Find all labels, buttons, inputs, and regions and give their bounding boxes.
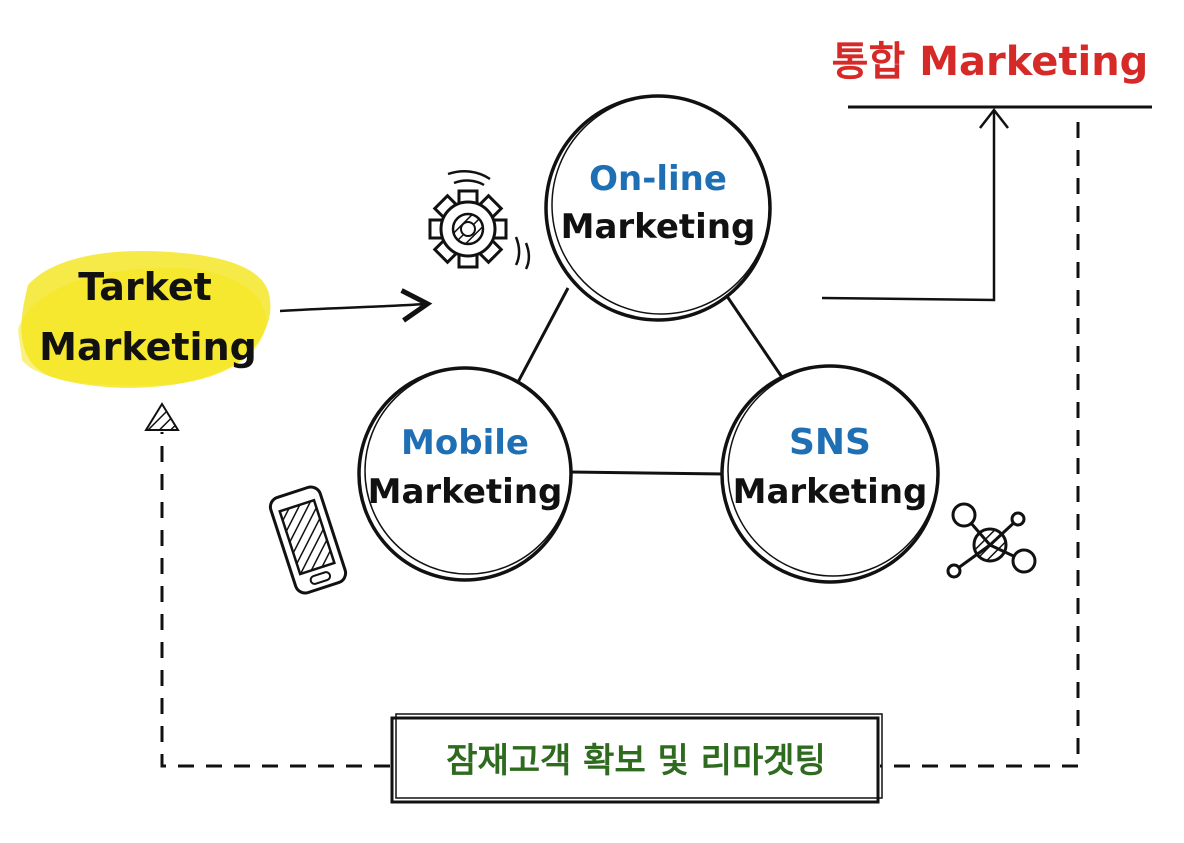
node-sns-subtitle: Marketing (733, 472, 928, 512)
arrow-to-center (279, 288, 433, 323)
bottom-box-text: 잠재고객 확보 및 리마겟팅 (446, 741, 826, 781)
node-sns: SNS Marketing (720, 364, 940, 584)
node-online: On-line Marketing (544, 94, 772, 322)
feedback-loop (160, 122, 1080, 768)
top-right-label: 통합 Marketing (832, 39, 1152, 109)
highlight-blob (18, 250, 271, 388)
left-label-line1: Tarket (78, 265, 212, 309)
feedback-arrow-head (144, 402, 180, 431)
top-right-label-text: 통합 Marketing (832, 39, 1149, 85)
left-label: Tarket Marketing (39, 265, 257, 369)
node-online-title: On-line (589, 159, 727, 199)
node-online-subtitle: Marketing (561, 207, 756, 247)
smartphone-icon (268, 485, 348, 595)
left-label-line2: Marketing (39, 325, 257, 369)
network-icon (946, 502, 1037, 579)
bottom-box: 잠재고객 확보 및 리마겟팅 (390, 713, 883, 804)
node-mobile-subtitle: Marketing (368, 472, 563, 512)
arrow-to-top (821, 107, 1009, 302)
gear-icon (428, 170, 531, 270)
node-sns-title: SNS (789, 422, 871, 463)
node-mobile-title: Mobile (401, 423, 529, 463)
node-mobile: Mobile Marketing (357, 366, 573, 582)
triangle-connectors (515, 279, 794, 476)
